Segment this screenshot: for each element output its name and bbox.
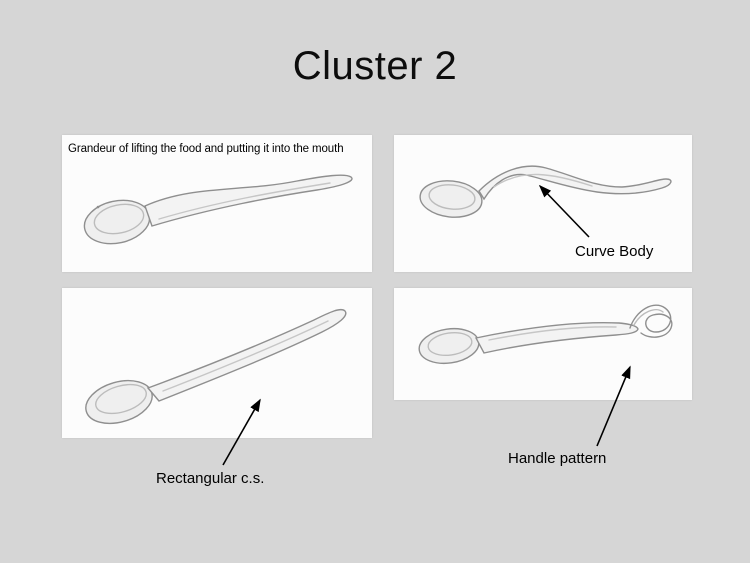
label-rectangular-cs: Rectangular c.s. [156, 470, 265, 487]
slide-title: Cluster 2 [292, 44, 458, 88]
sketch-panel-bottom-left [62, 288, 372, 438]
spoon-sketch-handle-pattern-icon [418, 304, 673, 365]
spoon-sketch-long-handle-icon [85, 308, 347, 425]
sketch-panel-top-right [394, 135, 692, 272]
spoon-sketch-curve-body-icon [419, 165, 672, 218]
label-curve-body: Curve Body [575, 243, 654, 260]
panel-caption: Grandeur of lifting the food and putting… [68, 143, 344, 155]
label-handle-pattern: Handle pattern [508, 450, 607, 467]
sketch-panel-top-left: Grandeur of lifting the food and putting… [62, 135, 372, 272]
sketch-panel-bottom-right [394, 288, 692, 400]
spoon-sketch-curved-handle-icon [83, 174, 353, 245]
